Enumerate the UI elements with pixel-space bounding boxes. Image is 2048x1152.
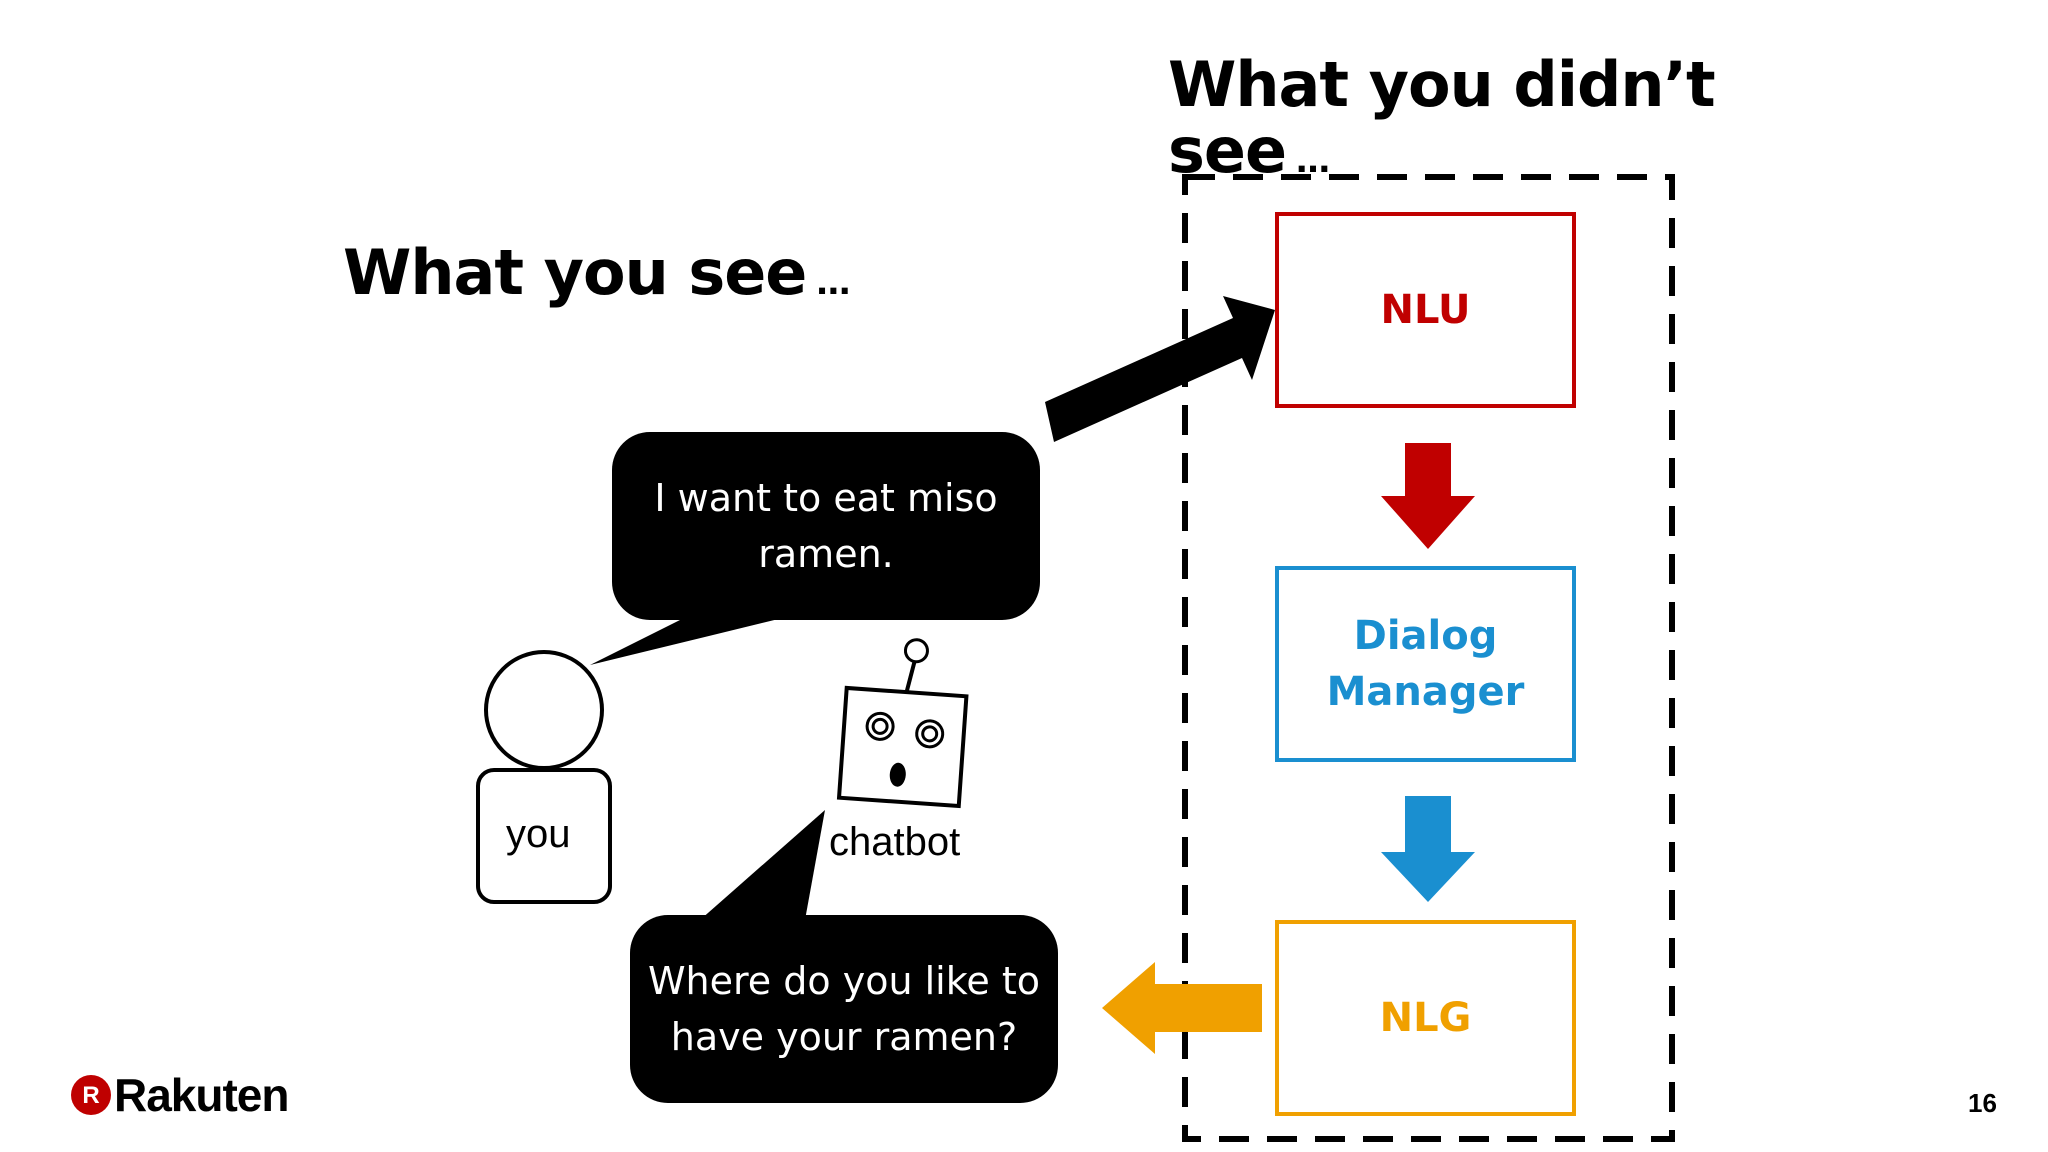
robot-icon: [836, 638, 969, 809]
what-you-see-ellipsis: …: [816, 263, 850, 303]
bot-response-line2: have your ramen?: [670, 1015, 1018, 1059]
didnt-see-line1: What you didn’t: [1168, 48, 1716, 121]
rakuten-logo-icon: R: [71, 1075, 111, 1115]
didnt-see-line2: see…: [1168, 114, 1330, 187]
hidden-system-box: [1182, 174, 1675, 1142]
bot-bubble-tail: [700, 810, 825, 920]
chatbot-label: chatbot: [829, 820, 961, 864]
nlu-label: NLU: [1380, 287, 1471, 333]
page-number: 16: [1968, 1088, 1997, 1118]
svg-text:R: R: [82, 1082, 99, 1109]
user-figure-icon: [476, 650, 612, 904]
rakuten-logo-text: Rakuten: [114, 1069, 289, 1121]
user-utterance-line1: I want to eat miso: [654, 476, 998, 520]
what-you-see-text: What you see: [343, 236, 807, 309]
dialog-manager-label-line2: Manager: [1326, 669, 1525, 715]
nlu-module: NLU: [1275, 212, 1576, 408]
user-speech-bubble: I want to eat miso ramen.: [612, 432, 1040, 620]
user-label: you: [506, 812, 571, 856]
user-utterance-line2: ramen.: [758, 532, 894, 576]
input-arrow: [1045, 296, 1275, 442]
dm-to-nlg-arrow: [1381, 796, 1475, 902]
user-bubble-tail: [590, 615, 795, 665]
bot-speech-bubble: Where do you like to have your ramen?: [630, 915, 1058, 1103]
bot-response-line1: Where do you like to: [647, 959, 1040, 1003]
dialog-manager-module: Dialog Manager: [1275, 566, 1576, 762]
nlg-module: NLG: [1275, 920, 1576, 1116]
dialog-manager-label-line1: Dialog: [1353, 613, 1498, 659]
nlg-label: NLG: [1379, 995, 1472, 1041]
output-arrow: [1102, 962, 1262, 1054]
what-you-didnt-see-title: What you didn’t see…: [1168, 48, 1716, 194]
nlu-to-dm-arrow: [1381, 443, 1475, 549]
what-you-see-title: What you see…: [343, 236, 850, 309]
